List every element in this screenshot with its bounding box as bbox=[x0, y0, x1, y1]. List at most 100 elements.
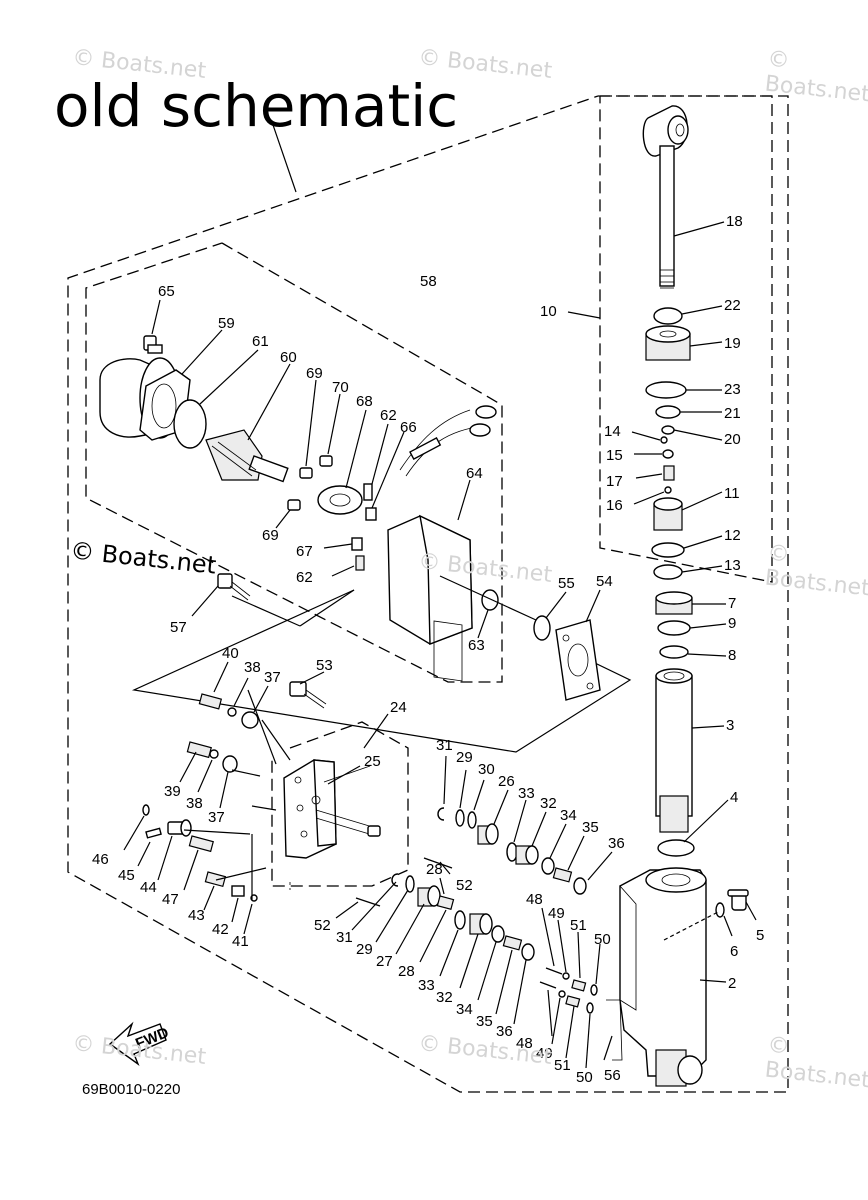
spring-51b bbox=[565, 995, 581, 1008]
washer-9 bbox=[657, 620, 691, 636]
screw-70 bbox=[319, 455, 333, 467]
piston-32b bbox=[469, 913, 493, 935]
bolt-57 bbox=[217, 573, 251, 601]
tilt-rod-group-outline bbox=[599, 95, 773, 583]
label-64: 64 bbox=[466, 465, 483, 482]
motor-bracket-64 bbox=[387, 514, 473, 682]
label-28b: 28 bbox=[398, 963, 415, 980]
label-69a: 69 bbox=[306, 365, 323, 382]
plug-36a bbox=[573, 877, 587, 895]
seat-27 bbox=[417, 885, 441, 907]
o-ring-20 bbox=[661, 425, 675, 435]
label-20: 20 bbox=[724, 431, 741, 448]
shuttle-25 bbox=[315, 765, 381, 837]
bolt-53 bbox=[289, 681, 327, 709]
spring-35a bbox=[552, 867, 573, 883]
label-29a: 29 bbox=[456, 749, 473, 766]
label-14: 14 bbox=[604, 423, 621, 440]
label-46: 46 bbox=[92, 851, 109, 868]
label-33b: 33 bbox=[418, 977, 435, 994]
label-68: 68 bbox=[356, 393, 373, 410]
spring-39 bbox=[186, 741, 212, 759]
label-36a: 36 bbox=[608, 835, 625, 852]
label-15: 15 bbox=[606, 447, 623, 464]
label-31a: 31 bbox=[436, 737, 453, 754]
label-16: 16 bbox=[606, 497, 623, 514]
spring-47 bbox=[188, 835, 214, 853]
label-8: 8 bbox=[728, 647, 736, 664]
label-55: 55 bbox=[558, 575, 575, 592]
seat-26 bbox=[477, 823, 499, 845]
brush-holder bbox=[317, 483, 377, 551]
label-29b: 29 bbox=[356, 941, 373, 958]
o-ring-6 bbox=[715, 902, 725, 918]
label-13: 13 bbox=[724, 557, 741, 574]
spring-35b bbox=[502, 935, 523, 951]
pin-15 bbox=[662, 449, 674, 459]
tilt-rod-18 bbox=[642, 105, 689, 289]
label-37b: 37 bbox=[208, 809, 225, 826]
label-26: 26 bbox=[498, 773, 515, 790]
o-ring-55 bbox=[533, 615, 551, 641]
label-48b: 48 bbox=[516, 1035, 533, 1052]
seal-63 bbox=[481, 589, 499, 611]
label-35b: 35 bbox=[476, 1013, 493, 1030]
label-34a: 34 bbox=[560, 807, 577, 824]
piston-11 bbox=[653, 497, 683, 531]
label-21: 21 bbox=[724, 405, 741, 422]
valve-block-24 bbox=[283, 759, 337, 859]
armature-60 bbox=[205, 429, 289, 483]
label-38b: 38 bbox=[186, 795, 203, 812]
label-22: 22 bbox=[724, 297, 741, 314]
clip-31a bbox=[437, 807, 445, 821]
label-38a: 38 bbox=[244, 659, 261, 676]
spring-43 bbox=[204, 871, 227, 888]
label-3: 3 bbox=[726, 717, 734, 734]
body-2 bbox=[606, 867, 707, 1087]
label-49a: 49 bbox=[548, 905, 565, 922]
label-63: 63 bbox=[468, 637, 485, 654]
seat-42 bbox=[231, 885, 245, 897]
cylinder-3 bbox=[655, 668, 693, 833]
label-28a: 28 bbox=[426, 861, 443, 878]
washer-29b bbox=[405, 875, 415, 893]
o-ring-12 bbox=[651, 542, 685, 558]
page-title: old schematic bbox=[54, 72, 459, 140]
label-6: 6 bbox=[730, 943, 738, 960]
label-59: 59 bbox=[218, 315, 235, 332]
label-23: 23 bbox=[724, 381, 741, 398]
bolt-65 bbox=[143, 335, 163, 354]
ball-49a bbox=[562, 972, 570, 980]
piston-44 bbox=[167, 819, 192, 837]
label-36b: 36 bbox=[496, 1023, 513, 1040]
label-30: 30 bbox=[478, 761, 495, 778]
label-50a: 50 bbox=[594, 931, 611, 948]
label-5: 5 bbox=[756, 927, 764, 944]
label-25: 25 bbox=[364, 753, 381, 770]
washer-13 bbox=[653, 564, 683, 580]
label-49b: 49 bbox=[536, 1045, 553, 1062]
spring-17 bbox=[663, 465, 675, 481]
o-ring-4 bbox=[657, 839, 695, 857]
washer-29a bbox=[455, 809, 465, 827]
screw-69 bbox=[287, 467, 313, 511]
bushing-22 bbox=[653, 307, 683, 325]
valve-16 bbox=[664, 486, 672, 494]
label-52a: 52 bbox=[456, 877, 473, 894]
cap-7 bbox=[655, 591, 693, 615]
label-47: 47 bbox=[162, 891, 179, 908]
label-56: 56 bbox=[604, 1067, 621, 1084]
label-66: 66 bbox=[400, 419, 417, 436]
motor-wires bbox=[399, 405, 497, 477]
o-ring-50a bbox=[590, 984, 598, 996]
label-4: 4 bbox=[730, 789, 738, 806]
valve-group-outline bbox=[271, 721, 409, 887]
label-62a: 62 bbox=[380, 407, 397, 424]
label-62b: 62 bbox=[296, 569, 313, 586]
label-19: 19 bbox=[724, 335, 741, 352]
label-9: 9 bbox=[728, 615, 736, 632]
label-58: 58 bbox=[420, 273, 437, 290]
label-51b: 51 bbox=[554, 1057, 571, 1074]
o-ring-30 bbox=[467, 811, 477, 829]
